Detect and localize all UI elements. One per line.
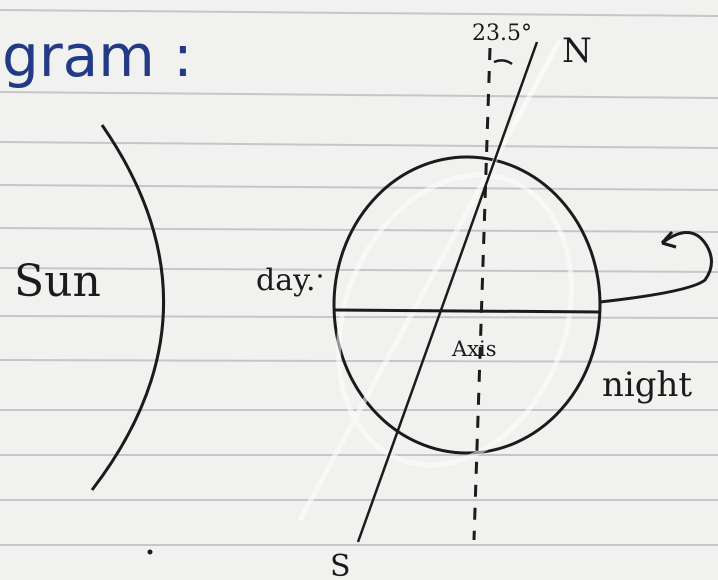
- ruled-lines: [0, 9, 718, 546]
- day-label: day.: [256, 263, 316, 298]
- south-pole-label: S: [330, 549, 351, 580]
- sun-arc: [90, 124, 166, 491]
- pencil-dot: [318, 274, 322, 278]
- sun-label: Sun: [14, 256, 101, 307]
- rule-line: [0, 141, 718, 149]
- tilt-angle-label: 23.5°: [472, 21, 532, 46]
- erased-marks: [297, 38, 574, 522]
- rule-line: [0, 184, 718, 191]
- earth-circle: [332, 155, 602, 455]
- axis-label: Axis: [451, 337, 497, 361]
- rule-line: [0, 9, 718, 17]
- vertical-reference-dashed-line: [472, 47, 492, 541]
- rule-line: [0, 227, 718, 233]
- tilt-angle-arc: [493, 59, 513, 66]
- equator-line: [334, 308, 601, 314]
- rotation-arrowhead-icon: [660, 230, 677, 249]
- north-pole-label: N: [562, 31, 592, 71]
- night-label: night: [602, 365, 692, 405]
- rule-line: [0, 359, 718, 363]
- earth-axis-line: [356, 41, 539, 543]
- pencil-dot: [147, 549, 153, 555]
- page-heading: gram :: [2, 22, 193, 90]
- rule-line: [0, 315, 718, 319]
- rule-line: [0, 91, 718, 99]
- rotation-arrow: [599, 231, 713, 304]
